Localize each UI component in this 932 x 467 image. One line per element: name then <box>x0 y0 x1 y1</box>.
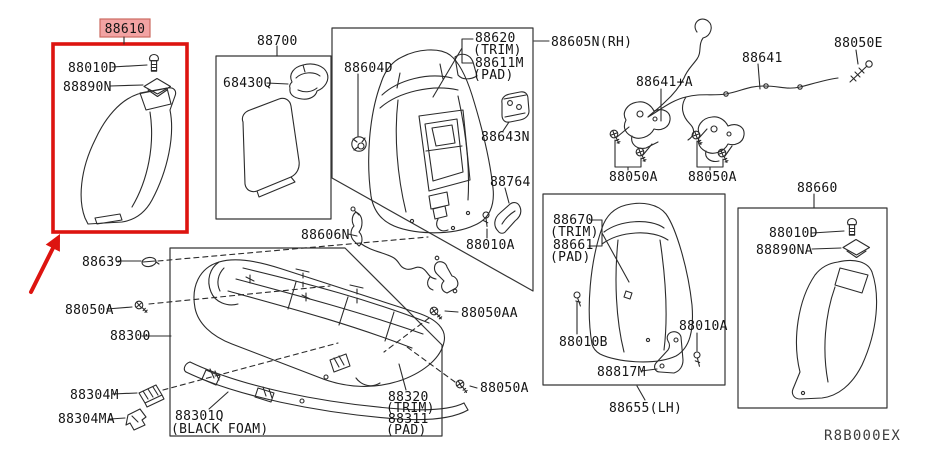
stud-bolt-icon <box>148 53 160 72</box>
assembly-box-88300 <box>169 247 443 437</box>
part-label-88660: 88660 <box>797 181 838 196</box>
part-label-88010a-1: 88010A <box>466 238 515 253</box>
part-label-88050a-left: 88050A <box>65 303 114 318</box>
part-label-88050a-r1: 88050A <box>609 170 658 185</box>
screw-88050E-icon <box>849 65 868 83</box>
bolt-icon <box>428 306 444 320</box>
part-label-88641a: 88641+A <box>636 75 693 90</box>
part-label-88604d: 88604D <box>344 61 393 76</box>
part-label-88641: 88641 <box>742 51 783 66</box>
screw-pin-icon <box>692 351 702 367</box>
lock-cable-drawing <box>350 206 459 294</box>
diagram-code: R8B000EX <box>824 428 901 444</box>
part-label-88655-lh: 88655(LH) <box>609 401 682 416</box>
lh-seatback-drawing <box>573 202 702 374</box>
assembly-box-88605n <box>331 27 534 292</box>
part-label-88620-trim: (TRIM) <box>473 43 522 58</box>
part-label-88311-pad: (PAD) <box>386 423 427 438</box>
part-label-88320-trim: (TRIM) <box>386 401 435 416</box>
part-label-88890n: 88890N <box>63 80 112 95</box>
part-label-88605n-rh: 88605N(RH) <box>551 35 632 50</box>
part-label-88764: 88764 <box>490 175 531 190</box>
assembly-boxes <box>169 27 888 437</box>
part-label-88010d-left: 88010D <box>68 61 117 76</box>
part-label-88320: 88320 <box>388 390 429 405</box>
retainer-clip-icon <box>138 384 165 408</box>
dashed-leader-lines <box>148 236 456 391</box>
part-label-88304m: 88304M <box>70 388 119 403</box>
rh-seatback-drawing <box>368 49 494 234</box>
highlight-label-background[interactable] <box>99 18 151 38</box>
part-label-88050a-mid: 88050A <box>480 381 529 396</box>
assembly-box-88700 <box>215 55 332 220</box>
right-pillar-trim-drawing <box>791 217 878 400</box>
leader-lines <box>106 36 859 420</box>
grommet-clip-icon <box>125 408 147 431</box>
pad-spacer-icon <box>143 77 172 98</box>
part-label-88050e: 88050E <box>834 36 883 51</box>
part-label-88050aa: 88050AA <box>461 306 518 321</box>
part-label-88670: 88670 <box>553 213 594 228</box>
latch-cable-assembly-drawing <box>607 18 873 164</box>
screw-pin-icon <box>480 210 491 228</box>
part-label-88611m: 88611M <box>475 56 524 71</box>
pad-spacer-icon <box>842 238 871 259</box>
part-label-88611m-pad: (PAD) <box>473 68 514 83</box>
seat-pad-icon <box>494 202 522 234</box>
part-label-88670-trim: (TRIM) <box>550 225 599 240</box>
part-label-88700: 88700 <box>257 34 298 49</box>
part-label-88010d-right: 88010D <box>769 226 818 241</box>
clip-icon <box>141 256 157 268</box>
highlight-arrow-head-icon <box>45 234 60 252</box>
highlight-arrow-shaft <box>29 246 55 294</box>
part-label-88817m: 88817M <box>597 365 646 380</box>
seat-cushion-drawing <box>193 259 446 387</box>
assembly-box-88660 <box>737 207 888 409</box>
grommet-icon <box>351 136 367 152</box>
part-label-88661: 88661 <box>553 238 594 253</box>
small-fastener-icons <box>125 210 491 431</box>
part-label-88610[interactable]: 88610 <box>105 22 146 37</box>
part-label-88010b: 88010B <box>559 335 608 350</box>
bolt-icon <box>134 300 149 314</box>
highlighted-part-label[interactable]: 88610 <box>99 18 151 38</box>
part-label-88311: 88311 <box>388 412 429 427</box>
left-pillar-trim-drawing <box>80 53 177 225</box>
part-label-88050a-r2: 88050A <box>688 170 737 185</box>
assembly-box-88655 <box>542 193 726 386</box>
foam-strip-drawing <box>183 361 469 421</box>
part-label-88606n: 88606N <box>301 228 350 243</box>
bolt-icon <box>454 378 470 394</box>
part-label-68430q: 68430Q <box>223 76 272 91</box>
part-label-88890na: 88890NA <box>756 243 813 258</box>
part-label-88300: 88300 <box>110 329 151 344</box>
part-label-88643n: 88643N <box>481 130 530 145</box>
part-label-88620: 88620 <box>475 31 516 46</box>
highlight-box <box>51 42 189 234</box>
part-label-88301q: 88301Q <box>175 409 224 424</box>
stud-bolt-icon <box>846 217 858 236</box>
striker-latch-icon <box>501 91 530 123</box>
part-label-88639: 88639 <box>82 255 123 270</box>
part-label-88301q-foam: (BLACK FOAM) <box>171 422 269 437</box>
part-labels: 88010D 88890N 88700 68430Q 88604D 88620 … <box>58 31 901 444</box>
part-label-88661-pad: (PAD) <box>550 250 591 265</box>
part-label-88010a-2: 88010A <box>679 319 728 334</box>
armrest-assembly-drawing <box>241 63 329 198</box>
highlight-group: 88610 <box>29 18 189 294</box>
part-label-88304ma: 88304MA <box>58 412 115 427</box>
